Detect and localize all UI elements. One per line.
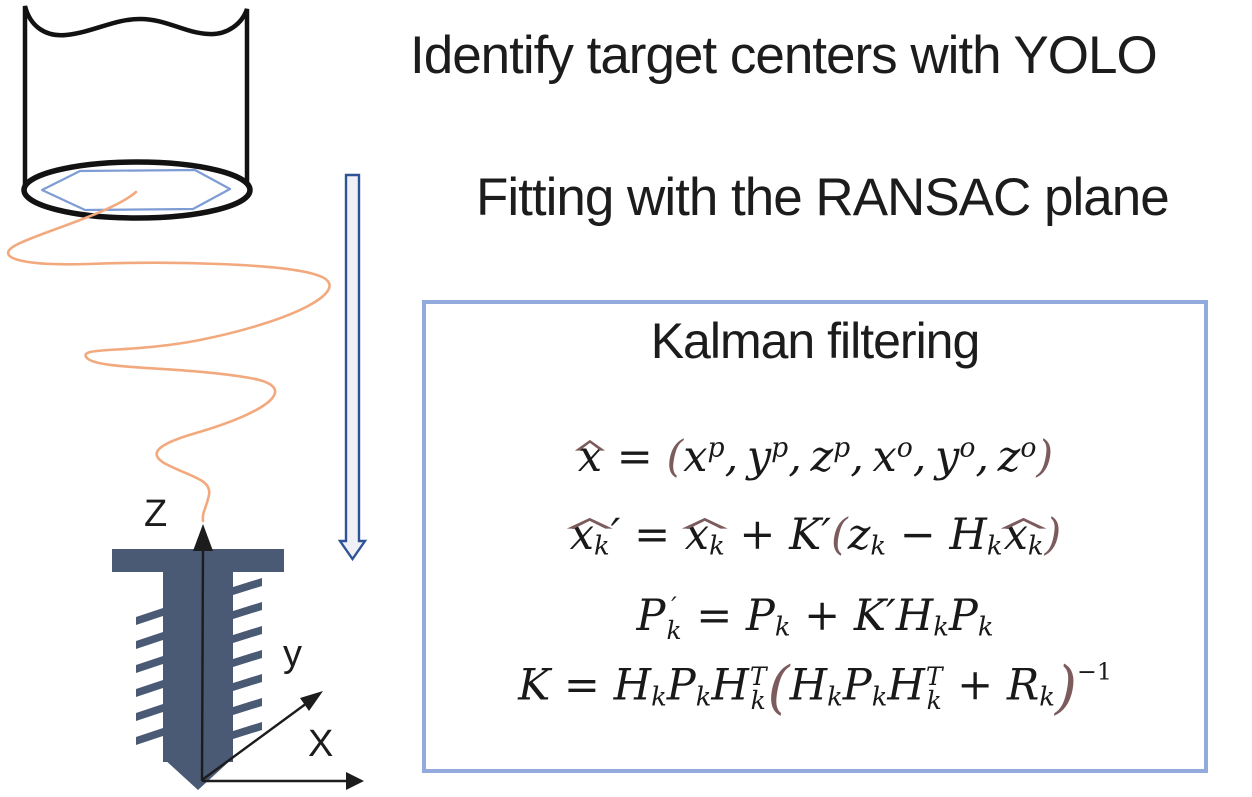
kalman-box: Kalman filtering x = (xp, yp, zp, xo, yo… (422, 300, 1208, 773)
cylinder-body (22, 5, 250, 193)
screw-shank (163, 571, 233, 762)
formula-state-update: xk′ = xk + K′(zk − Hkxk) (569, 510, 1062, 562)
screw (112, 549, 284, 790)
formula-covariance-update: P′k = Pk + K′HkPk (636, 591, 994, 645)
screw-threads (136, 578, 262, 745)
step-identify-yolo: Identify target centers with YOLO (410, 26, 1158, 85)
axis-z-line (200, 548, 205, 782)
axis-y-arrowhead (300, 691, 323, 711)
axis-z-arrowhead (193, 524, 213, 551)
axis-label-y: y (283, 633, 302, 675)
camera-cylinder (21, 5, 253, 221)
step-ransac-fitting: Fitting with the RANSAC plane (476, 168, 1170, 227)
down-arrow (337, 173, 368, 562)
spiral-cable (6, 190, 331, 523)
axis-x-arrowhead (346, 772, 364, 790)
axis-label-z: Z (144, 493, 168, 535)
axis-y-line (201, 702, 308, 781)
coordinate-axes (193, 524, 364, 790)
kalman-title: Kalman filtering (650, 313, 981, 369)
screw-tip (163, 758, 233, 790)
hex-socket (40, 168, 232, 212)
screw-head (112, 549, 284, 572)
diagram-art (6, 5, 368, 790)
formula-state-vector: x = (xp, yp, zp, xo, yo, zo) (577, 432, 1054, 482)
cylinder-bottom-ellipse (21, 159, 253, 221)
axis-label-x: X (308, 723, 334, 765)
